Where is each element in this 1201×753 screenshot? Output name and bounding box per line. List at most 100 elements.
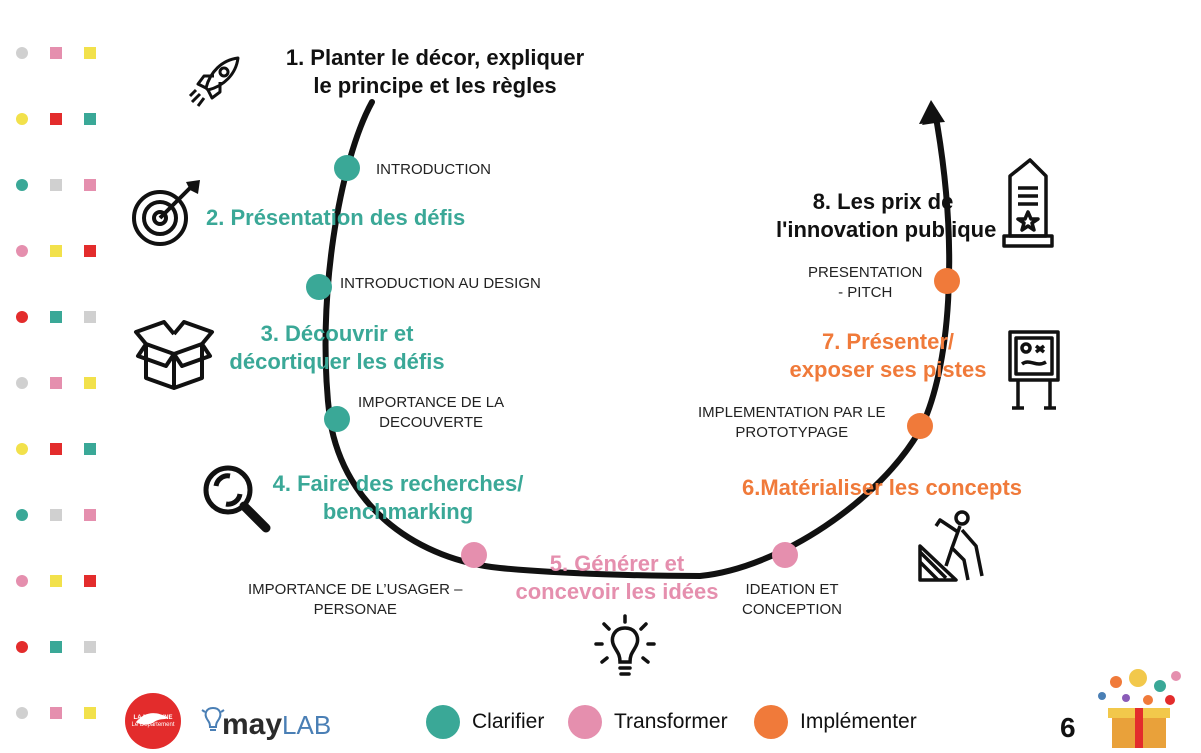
transition-label-7-line2: - PITCH xyxy=(838,284,893,302)
confetti-piece xyxy=(50,575,62,587)
step-6-line1: 6.Matérialiser les concepts xyxy=(742,475,1023,500)
legend-dot-clarifier xyxy=(426,705,460,739)
transition-label-7-line1: PRESENTATION xyxy=(808,264,923,281)
confetti-piece xyxy=(50,311,62,323)
target-icon xyxy=(132,180,200,246)
magnifier-icon xyxy=(203,465,271,533)
step-4-line1: 4. Faire des recherches/ xyxy=(272,471,524,496)
maylab-logo: mayLAB xyxy=(222,708,331,742)
confetti-piece xyxy=(50,443,62,455)
transition-label-3-line1: IMPORTANCE DE LA xyxy=(358,394,505,411)
transition-label-5-line2: CONCEPTION xyxy=(742,601,843,619)
confetti-piece xyxy=(50,245,62,257)
transition-label-2-text: INTRODUCTION AU DESIGN xyxy=(340,275,541,292)
builder-icon xyxy=(918,510,984,582)
transition-label-2: INTRODUCTION AU DESIGN xyxy=(340,274,541,294)
step-3-line1: 3. Découvrir et xyxy=(260,321,414,346)
step-8-title: 8. Les prix de l'innovation publique xyxy=(776,188,997,243)
step-3-title: 3. Découvrir et décortiquer les défis xyxy=(222,320,452,375)
confetti-piece xyxy=(16,641,28,653)
process-path xyxy=(322,99,953,580)
step-7-line2: exposer ses pistes xyxy=(789,356,987,382)
legend-item-transformer: Transformer xyxy=(568,700,728,744)
page-number: 6 xyxy=(1060,712,1076,743)
step-2-line1: 2. Présentation des défis xyxy=(206,205,466,230)
confetti-piece xyxy=(84,443,96,455)
board-icon xyxy=(1008,330,1060,410)
step-5-title: 5. Générer et concevoir les idées xyxy=(510,550,724,605)
confetti-piece xyxy=(50,113,62,125)
legend-dot-transformer xyxy=(568,705,602,739)
department-logo-line2: Le Département xyxy=(131,721,175,728)
department-logo-text: LA MAYENNE Le Département xyxy=(124,715,182,728)
step-5-line2: concevoir les idées xyxy=(515,578,719,604)
ideas-box-illustration xyxy=(1098,669,1181,748)
transition-label-7: PRESENTATION - PITCH xyxy=(808,263,922,304)
confetti-piece xyxy=(84,707,96,719)
step-4-line2: benchmarking xyxy=(322,498,474,524)
trophy-icon xyxy=(1002,158,1054,248)
department-logo xyxy=(125,693,181,749)
step-5-line1: 5. Générer et xyxy=(549,551,685,576)
confetti-piece xyxy=(84,179,96,191)
transition-dot-6 xyxy=(907,413,933,439)
transition-label-4-line1: IMPORTANCE DE L’USAGER – xyxy=(248,581,463,598)
transition-label-1: INTRODUCTION xyxy=(376,160,491,180)
transition-dot-1 xyxy=(334,155,360,181)
step-1-title: 1. Planter le décor, expliquer le princi… xyxy=(270,44,600,99)
legend-label-clarifier: Clarifier xyxy=(472,710,545,733)
rocket-icon xyxy=(188,56,240,107)
confetti-piece xyxy=(16,443,28,455)
step-4-title: 4. Faire des recherches/ benchmarking xyxy=(262,470,534,525)
transition-label-4: IMPORTANCE DE L’USAGER – PERSONAE xyxy=(248,580,463,621)
transition-label-3-line2: DECOUVERTE xyxy=(379,414,484,432)
confetti-piece xyxy=(16,575,28,587)
step-1-line1: 1. Planter le décor, expliquer xyxy=(285,45,585,70)
confetti-piece xyxy=(84,575,96,587)
confetti-piece xyxy=(50,509,62,521)
confetti-piece xyxy=(84,245,96,257)
confetti-piece xyxy=(50,641,62,653)
legend-label-transformer: Transformer xyxy=(614,710,728,733)
confetti-piece xyxy=(16,179,28,191)
transition-label-5: IDEATION ET CONCEPTION xyxy=(742,580,842,621)
confetti-piece xyxy=(16,707,28,719)
transition-label-6-line2: PROTOTYPAGE xyxy=(735,424,849,442)
step-6-title: 6.Matérialiser les concepts xyxy=(742,474,1022,502)
confetti-piece xyxy=(84,47,96,59)
confetti-piece xyxy=(50,377,62,389)
step-1-line2: le principe et les règles xyxy=(313,72,557,98)
transition-label-6-line1: IMPLEMENTATION PAR LE xyxy=(698,404,886,421)
confetti-piece xyxy=(16,311,28,323)
arrow-tip xyxy=(919,100,945,124)
legend-label-implementer: Implémenter xyxy=(800,710,917,733)
confetti-piece xyxy=(50,707,62,719)
transition-dot-5 xyxy=(772,542,798,568)
confetti-piece xyxy=(16,47,28,59)
transition-dot-3 xyxy=(324,406,350,432)
confetti-piece xyxy=(84,377,96,389)
box-icon xyxy=(134,320,214,390)
transition-dot-2 xyxy=(306,274,332,300)
step-8-line2: l'innovation publique xyxy=(776,216,997,242)
transition-dot-7 xyxy=(934,268,960,294)
department-logo-line1: LA MAYENNE xyxy=(133,715,173,721)
confetti-piece xyxy=(84,311,96,323)
confetti-piece xyxy=(50,179,62,191)
legend-item-clarifier: Clarifier xyxy=(426,700,544,744)
maylab-prefix: may xyxy=(222,708,283,741)
step-7-title: 7. Présenter/ exposer ses pistes xyxy=(786,328,990,383)
step-7-line1: 7. Présenter/ xyxy=(821,329,955,354)
confetti-piece xyxy=(84,641,96,653)
transition-label-4-line2: PERSONAE xyxy=(313,601,397,619)
legend-item-implementer: Implémenter xyxy=(754,700,917,744)
confetti-piece xyxy=(84,509,96,521)
transition-dot-4 xyxy=(461,542,487,568)
confetti-piece xyxy=(50,47,62,59)
confetti-piece xyxy=(16,377,28,389)
transition-label-6: IMPLEMENTATION PAR LE PROTOTYPAGE xyxy=(698,403,886,444)
legend-dot-implementer xyxy=(754,705,788,739)
maylab-suffix: LAB xyxy=(282,710,332,740)
step-3-line2: décortiquer les défis xyxy=(229,348,445,374)
